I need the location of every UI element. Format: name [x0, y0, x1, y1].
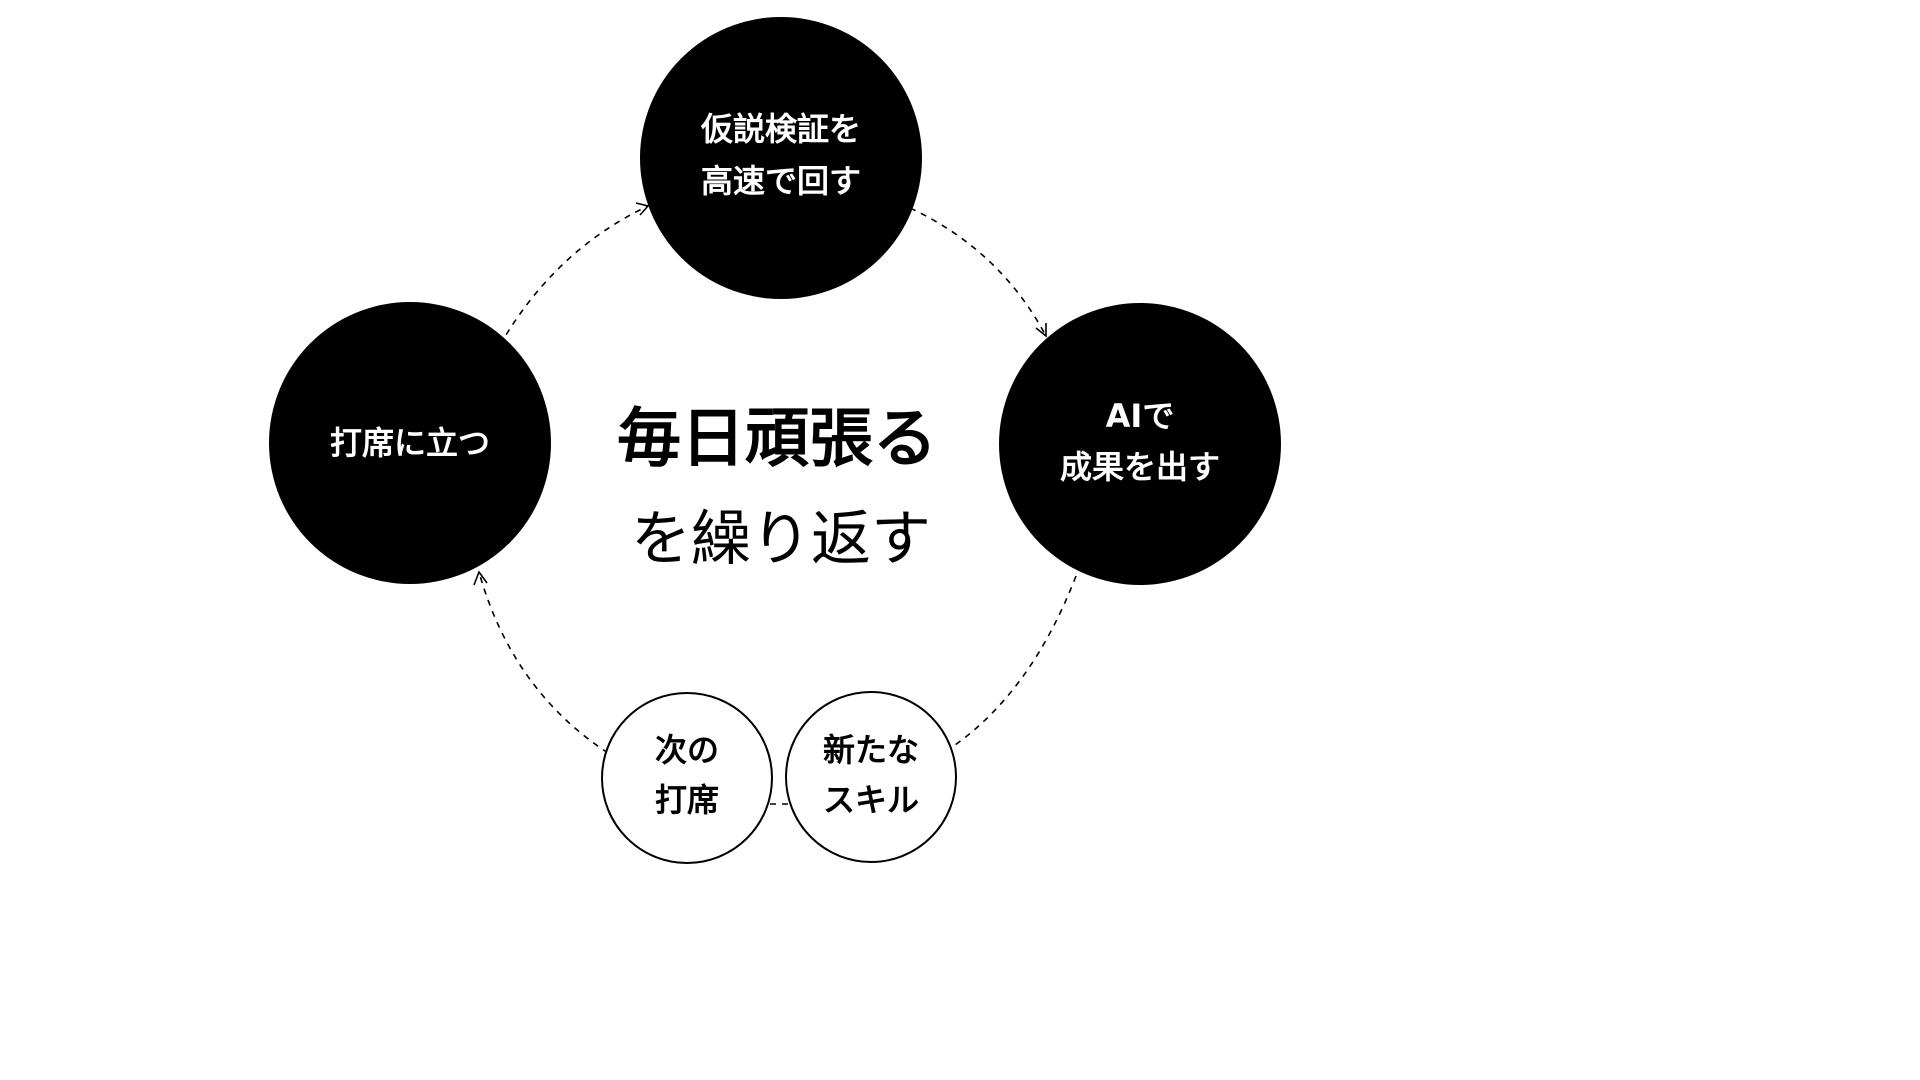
node-bottom-right-circle — [785, 691, 957, 863]
arc-left-to-top — [499, 205, 649, 346]
arc-bottom-to-left — [478, 571, 609, 754]
node-left-line-1: 打席に立つ — [330, 424, 490, 462]
arrowhead-left-to-top — [635, 202, 650, 216]
node-right-line-2: 成果を出す — [1060, 448, 1220, 486]
node-next-at-bat: 次の 打席 — [601, 692, 773, 864]
node-bottom-left-line-2: 打席 — [655, 781, 719, 819]
node-hypothesis-testing: 仮説検証を 高速で回す — [640, 17, 922, 299]
node-bottom-right-line-1: 新たな — [823, 731, 919, 769]
node-top-circle — [640, 17, 922, 299]
node-right-line-1: AIで — [1106, 397, 1175, 435]
node-bottom-left-circle — [601, 692, 773, 864]
node-stand-at-plate: 打席に立つ — [269, 302, 551, 584]
center-subtitle: を繰り返す — [631, 505, 931, 575]
center-title: 毎日頑張る — [617, 403, 937, 477]
arrowhead-bottom-to-left — [473, 570, 488, 586]
node-bottom-left-line-1: 次の — [655, 731, 719, 769]
node-top-line-2: 高速で回す — [701, 162, 861, 200]
node-top-line-1: 仮説検証を — [700, 110, 861, 148]
arc-right-to-bottom — [954, 575, 1077, 746]
arrowhead-top-to-right — [1035, 323, 1047, 338]
node-ai-results: AIで 成果を出す — [999, 303, 1281, 585]
connectors — [473, 202, 1077, 805]
arc-top-to-right — [909, 207, 1047, 337]
center-caption: 毎日頑張る を繰り返す — [617, 403, 937, 575]
node-right-circle — [999, 303, 1281, 585]
node-new-skill: 新たな スキル — [785, 691, 957, 863]
node-left-circle — [269, 302, 551, 584]
node-bottom-right-line-2: スキル — [823, 781, 919, 819]
cycle-diagram: 仮説検証を 高速で回す AIで 成果を出す 打席に立つ 次の 打席 新たな スキ… — [269, 17, 1281, 864]
